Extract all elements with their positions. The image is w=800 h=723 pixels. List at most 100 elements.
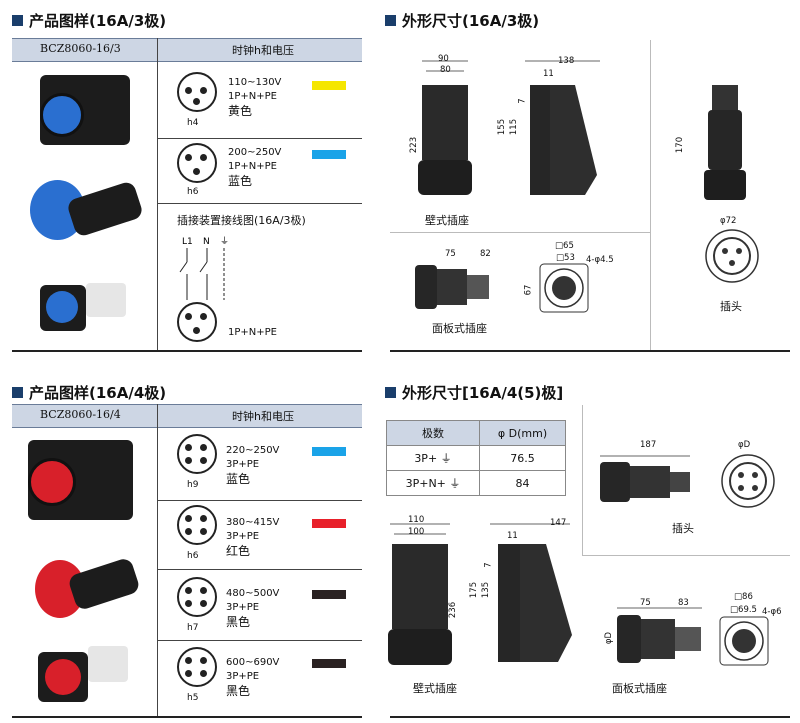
wall-socket-side-drawing-4pole [490,523,572,662]
section-title-text: 外形尺寸[16A/4(5)极] [402,384,564,402]
color-swatch [312,519,346,528]
wall-socket-photo [40,75,130,145]
color-name-text: 蓝色 [228,174,253,188]
divider [582,405,583,555]
dim-135: 135 [481,581,492,599]
dim-sq69: □69.5 [730,605,757,615]
dim-110: 110 [408,515,425,525]
dim-90: 90 [438,54,449,64]
color-name-text: 蓝色 [226,472,251,486]
section-title-dims-4pole: 外形尺寸[16A/4(5)极] [385,382,563,403]
plug-front-drawing [705,229,759,283]
section-bottom-border [390,716,790,718]
voltage-text: 480~500V [226,588,280,599]
plug-front-drawing-4pole [721,454,775,508]
table-cell-diameter: 76.5 [479,445,566,471]
square-bullet-icon [12,15,23,26]
dim-170: 170 [675,136,686,154]
dim-11: 11 [543,69,554,79]
color-name-text: 黑色 [226,684,251,698]
wiring-text: 1P+N+PE [228,91,277,102]
voltage-text: 200~250V [228,147,282,158]
spec-block: 600~690V 3P+PE 黑色 [226,656,279,698]
wiring-term-l1: L1 [182,237,193,247]
square-bullet-icon [12,387,23,398]
divider [582,555,790,556]
dim-82: 82 [480,249,491,259]
color-swatch [312,81,346,90]
wiring-label: 1P+N+PE [228,327,277,338]
wall-socket-photo-red [28,440,133,520]
panel-socket-side-drawing [415,265,489,309]
clock-code: h6 [187,551,199,561]
dim-67: 67 [523,284,534,296]
wall-socket-front-drawing [418,60,472,195]
row-divider [157,203,362,204]
row-divider [157,138,362,139]
clock-code: h5 [187,693,199,703]
dim-7-4pole: 7 [483,562,494,568]
dim-115: 115 [509,118,520,136]
dim-75-4pole: 75 [640,598,651,608]
panel-socket-front-drawing [539,263,589,313]
socket-face-icon [28,458,76,506]
panel-terminal-icon [88,646,128,682]
plug-body-icon [67,556,141,612]
dim-7: 7 [517,98,528,104]
spec-block: 380~415V 3P+PE 红色 [226,516,279,558]
spec-block: 110~130V 1P+N+PE 黄色 [228,76,281,118]
dim-223: 223 [409,136,420,154]
wiring-switch-diagram: L1 N ⏚ [179,236,229,300]
section-bottom-border [390,350,790,352]
spec-block: 200~250V 1P+N+PE 蓝色 [228,146,281,188]
table-cell-poles: 3P+N+ ⏚ [386,470,480,496]
section-title-text: 产品图样(16A/4极) [29,384,167,402]
dim-100: 100 [408,527,425,537]
socket-diagram-icon [177,72,217,112]
socket-diagram-icon [177,143,217,183]
wall-socket-front-drawing-4pole [388,523,452,665]
section-title-3pole: 产品图样(16A/3极) [12,10,166,31]
section-title-text: 产品图样(16A/3极) [29,12,167,30]
wiring-text: 1P+N+PE [228,161,277,172]
panel-socket-front-drawing-4pole [719,616,769,666]
header-clock-voltage: 时钟h和电压 [232,44,294,57]
table-divider [157,38,158,350]
clock-code: h4 [187,118,199,128]
square-bullet-icon [385,15,396,26]
panel-socket-side-drawing-4pole [617,607,702,663]
color-swatch [312,590,346,599]
clock-code: h7 [187,623,199,633]
panel-socket-photo [40,275,130,337]
dim-sq65: □65 [555,241,574,251]
dim-sq86: □86 [734,592,753,602]
dim-155: 155 [497,118,508,136]
color-name-text: 红色 [226,544,251,558]
spec-block: 480~500V 3P+PE 黑色 [226,587,279,629]
socket-diagram-icon [177,647,217,687]
plug-photo-red [35,550,141,625]
wiring-text: 3P+PE [226,602,260,613]
row-divider [157,500,362,501]
dim-147: 147 [550,518,567,528]
wall-socket-side-drawing [525,60,600,195]
panel-socket-photo-red [38,640,133,705]
wiring-text: 3P+PE [226,671,260,682]
dim-138: 138 [558,56,575,66]
panel-socket-label: 面板式插座 [432,322,487,335]
row-divider [157,569,362,570]
socket-diagram-icon [177,505,217,545]
row-divider [157,640,362,641]
clock-code: h6 [187,187,199,197]
dim-187: 187 [640,440,657,450]
spec-block: 220~250V 3P+PE 蓝色 [226,444,279,486]
table-head-diameter: φ D(mm) [479,420,566,446]
dim-phi72: φ72 [720,216,737,226]
model-number: BCZ8060-16/4 [40,408,121,421]
dim-sq53: □53 [556,253,575,263]
wiring-socket-icon [177,302,217,342]
wiring-text: 3P+PE [226,531,260,542]
panel-socket-label: 面板式插座 [612,682,667,695]
dim-175: 175 [469,581,480,599]
table-divider [157,404,158,716]
